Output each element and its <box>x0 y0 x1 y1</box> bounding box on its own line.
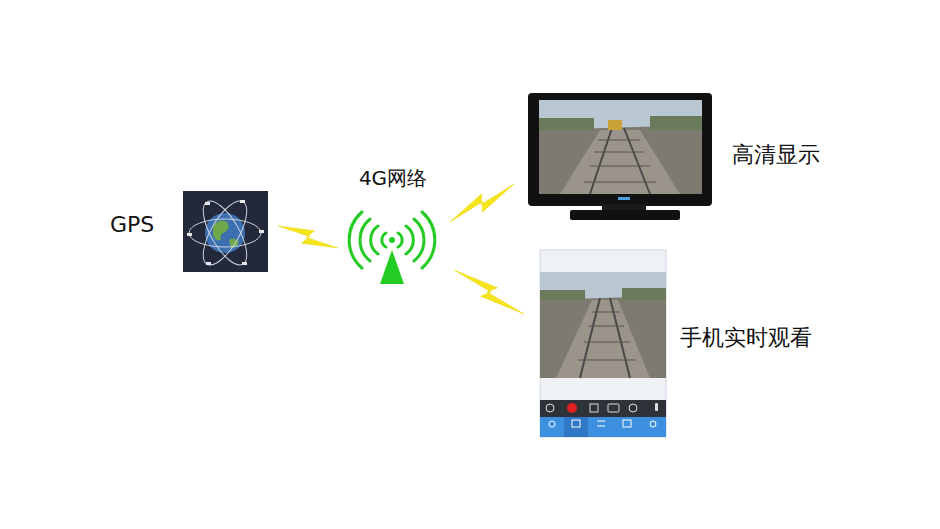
monitor <box>528 93 712 220</box>
node-label: 高清显示 <box>732 142 820 168</box>
lightning-connector <box>450 184 514 222</box>
gps-image <box>183 191 268 272</box>
phone-node: 手机实时观看 <box>538 249 830 439</box>
node-label: 4G网络 <box>359 166 427 190</box>
land <box>213 221 229 241</box>
node-label: GPS <box>110 212 154 238</box>
antenna-icon <box>349 212 435 284</box>
satellites <box>187 200 264 265</box>
gps-background <box>183 191 268 272</box>
orbit <box>195 195 255 271</box>
gps-node: GPS <box>106 190 270 274</box>
orbit <box>189 219 261 247</box>
phone-screen <box>540 250 666 437</box>
orbit <box>195 195 255 271</box>
node-label: 手机实时观看 <box>680 325 812 351</box>
network-node: 4G网络 <box>346 164 440 286</box>
lightning-connector <box>278 226 338 248</box>
display-node: 高清显示 <box>526 92 838 224</box>
lightning-connector <box>454 270 524 314</box>
